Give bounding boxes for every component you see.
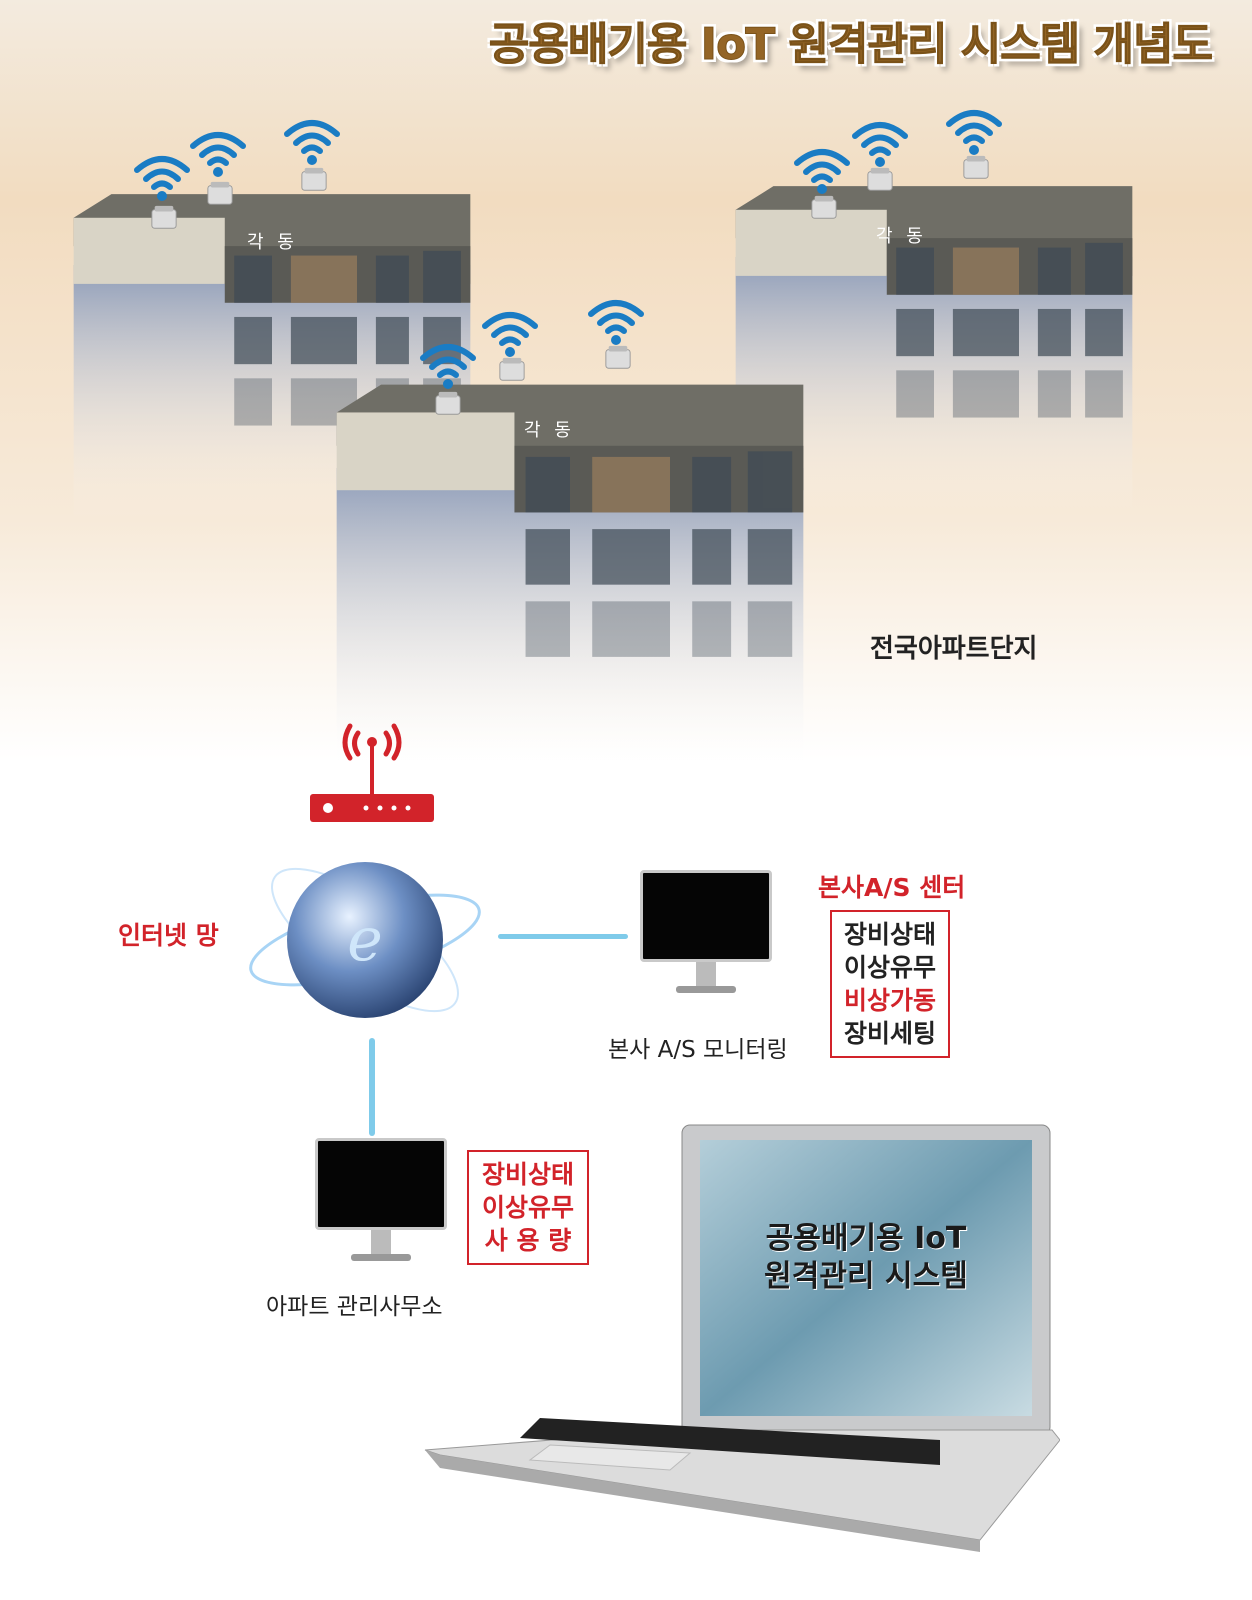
sensor-icon: [810, 194, 838, 226]
building-3: 각 동: [328, 368, 812, 768]
internet-globe-icon: e: [240, 830, 490, 1054]
building-label: 각 동: [876, 226, 927, 247]
sensor-icon: [434, 390, 462, 422]
office-item: 사 용 량: [484, 1226, 572, 1255]
building-2: 각 동: [718, 172, 1150, 512]
building-label: 각 동: [524, 420, 575, 441]
connection-line-office: [369, 1038, 375, 1136]
hq-item-emergency: 비상가동: [843, 986, 936, 1015]
hq-monitor-label: 본사 A/S 모니터링: [608, 1037, 788, 1063]
router-icon: [310, 718, 434, 828]
sensor-icon: [150, 204, 178, 236]
hq-monitor-icon: [640, 870, 772, 1000]
laptop-icon: 공용배기용 IoT 원격관리 시스템: [420, 1120, 1060, 1560]
wifi-icon: [944, 106, 1004, 160]
office-function-box: 장비상태 이상유무 사 용 량: [467, 1150, 589, 1265]
wifi-icon: [792, 145, 852, 199]
sensor-icon: [206, 180, 234, 212]
office-monitor-label: 아파트 관리사무소: [266, 1294, 443, 1320]
building-1: 각 동: [62, 180, 482, 520]
hq-item: 장비세팅: [843, 1019, 936, 1048]
sensor-icon: [866, 166, 894, 198]
laptop-screen-title-1: 공용배기용 IoT: [765, 1221, 967, 1256]
page-title: 공용배기용 IoT 원격관리 시스템 개념도: [488, 19, 1213, 71]
region-label: 전국아파트단지: [870, 634, 1038, 664]
hq-center-title: 본사A/S 센터: [818, 873, 966, 902]
hq-item: 이상유무: [843, 953, 936, 982]
sensor-icon: [300, 166, 328, 198]
office-item: 이상유무: [481, 1193, 574, 1222]
building-label: 각 동: [247, 232, 298, 253]
wifi-icon: [132, 152, 192, 206]
wifi-icon: [586, 296, 646, 350]
hq-function-box: 장비상태 이상유무 비상가동 장비세팅: [830, 910, 950, 1058]
laptop-screen-title-2: 원격관리 시스템: [764, 1259, 968, 1294]
connection-line-hq: [498, 934, 628, 939]
wifi-icon: [282, 116, 342, 170]
svg-text:e: e: [347, 905, 383, 975]
sensor-icon: [962, 154, 990, 186]
wifi-icon: [480, 308, 540, 362]
internet-label: 인터넷 망: [118, 921, 219, 950]
office-item: 장비상태: [481, 1160, 574, 1189]
wifi-icon: [188, 128, 248, 182]
sensor-icon: [498, 356, 526, 388]
sensor-icon: [604, 344, 632, 376]
hq-item: 장비상태: [843, 920, 936, 949]
wifi-icon: [418, 340, 478, 394]
wifi-icon: [850, 118, 910, 172]
office-monitor-icon: [315, 1138, 447, 1268]
